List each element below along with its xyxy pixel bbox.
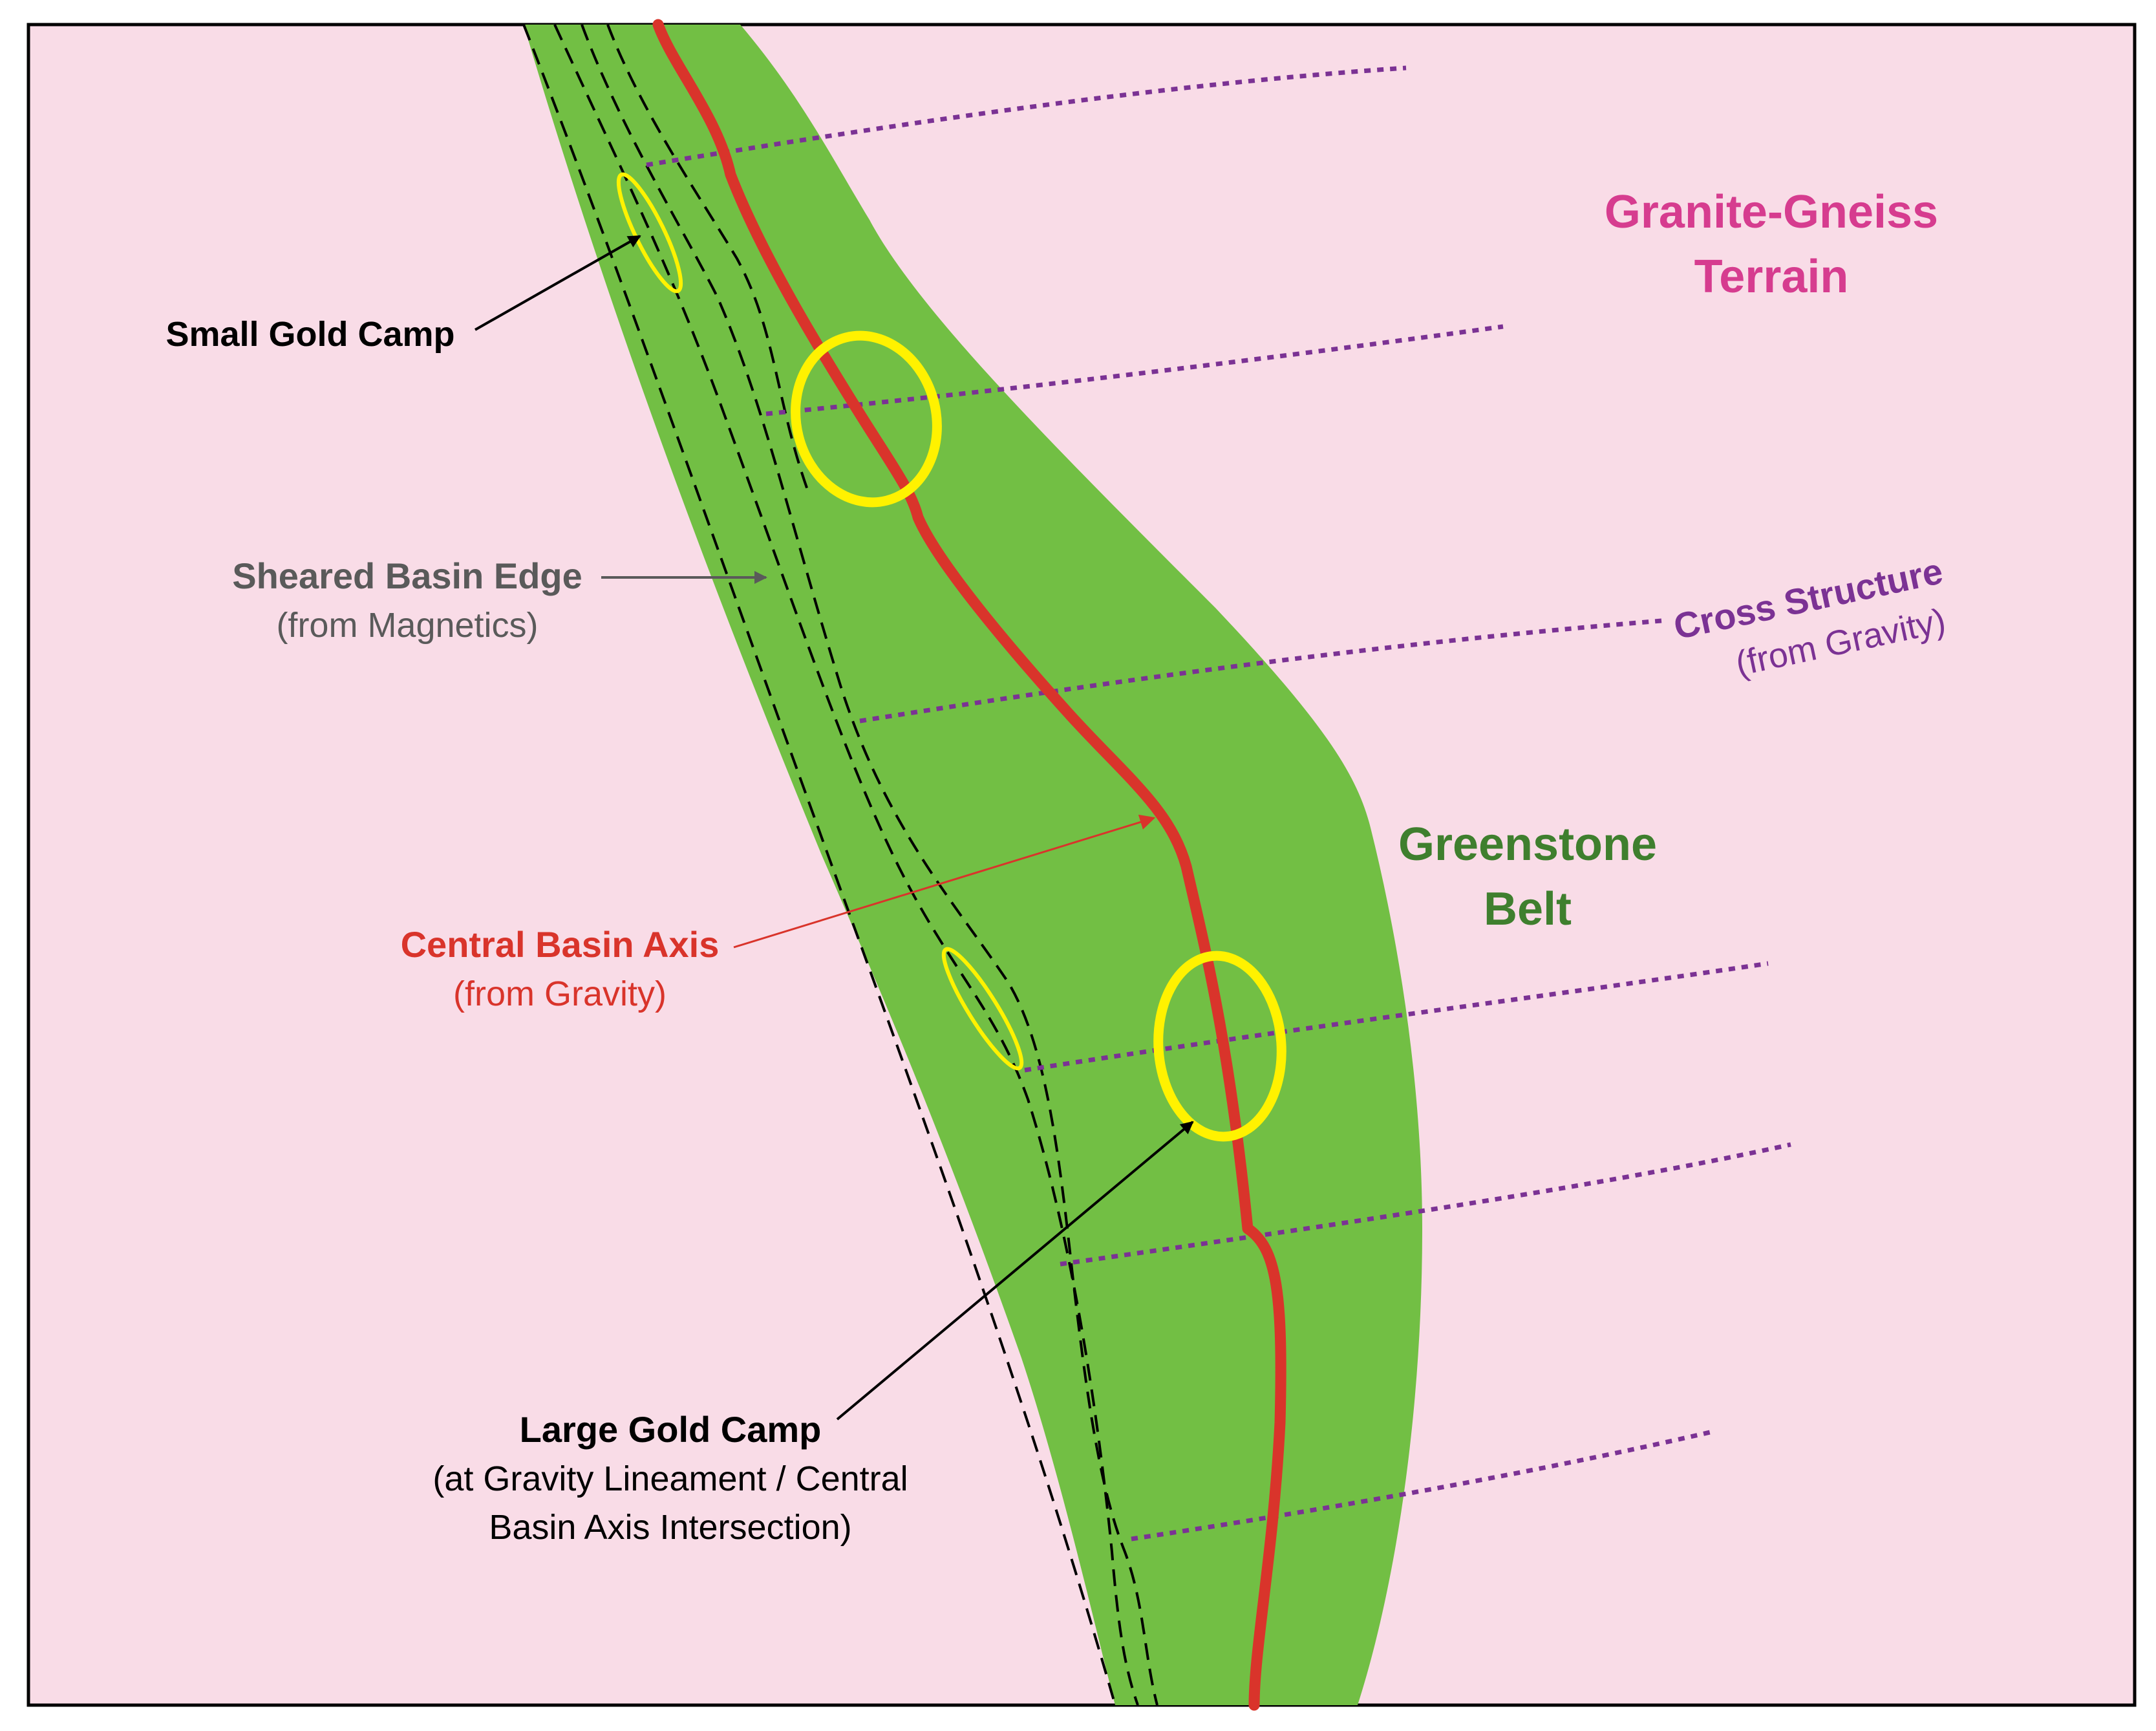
large-gold-camp-arrow [836,1121,1194,1421]
large-gold-camp-upper [791,330,942,508]
small-gold-camp-arrow [475,235,641,331]
terrain-label-line1: Granite-Gneiss [1605,186,1938,238]
belt-label-line2: Belt [1484,883,1572,935]
cross-structure-4 [1024,961,1769,1073]
central-basin-axis-title: Central Basin Axis [401,924,720,965]
cross-structure-6 [1131,1430,1711,1542]
central-basin-axis-label: Central Basin Axis (from Gravity) [401,924,720,1013]
greenstone-belt-area [524,25,1422,1705]
sheared-basin-edge-label: Sheared Basin Edge (from Magnetics) [232,555,582,645]
cross-structure-lines [646,65,1791,1542]
terrain-label: Granite-Gneiss Terrain [1605,186,1938,303]
cross-structure-5 [1060,1142,1791,1267]
large-gold-camp-line3: Basin Axis Intersection) [489,1508,851,1547]
central-basin-axis-arrow [733,814,1156,949]
sheared-basin-edge-lines [522,24,1158,1706]
large-gold-camp-title: Large Gold Camp [520,1409,822,1450]
cross-structure-1 [646,65,1407,167]
large-gold-camp-lower [1153,951,1286,1142]
large-gold-camp-line2: (at Gravity Lineament / Central [432,1459,908,1498]
cross-structure-3 [859,618,1662,724]
small-gold-camp-label: Small Gold Camp [165,315,454,354]
belt-label: Greenstone Belt [1398,819,1657,935]
small-gold-camp-lower [941,947,1024,1071]
sheared-basin-edge-source: (from Magnetics) [276,606,538,645]
cross-structure-2 [765,324,1504,416]
large-gold-camp-label: Large Gold Camp (at Gravity Lineament / … [432,1409,908,1547]
sheared-basin-edge-title: Sheared Basin Edge [232,555,582,596]
central-basin-axis-line [652,19,1286,1711]
terrain-label-line2: Terrain [1694,251,1849,303]
belt-label-line1: Greenstone [1398,819,1657,870]
central-basin-axis-source: (from Gravity) [453,974,667,1013]
